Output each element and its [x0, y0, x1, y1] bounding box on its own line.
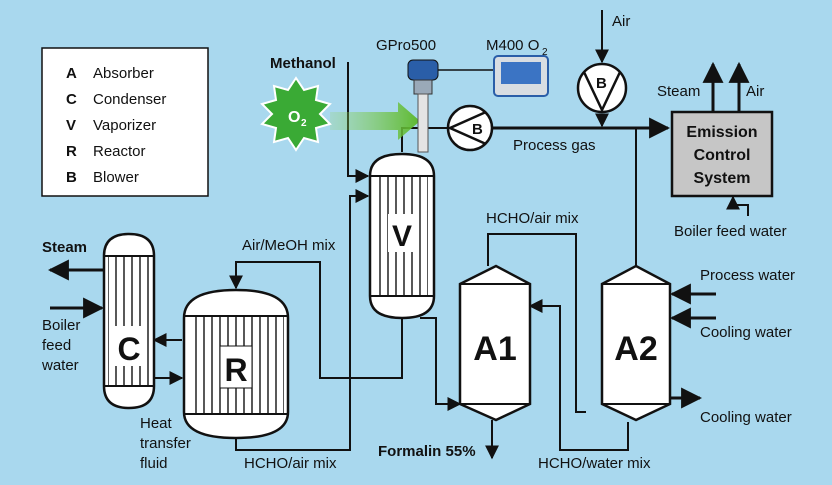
legend-box	[41, 47, 209, 197]
o2-arrow	[330, 102, 420, 140]
methanol-label: Methanol	[270, 55, 336, 72]
emission-control: Emission Control System	[670, 110, 774, 198]
vaporizer-label-bg	[388, 214, 416, 252]
hcho-air-mix-bottom-label: HCHO/air mix	[244, 455, 337, 472]
heat-transfer-line-1: Heat	[140, 415, 173, 432]
legend-key-r: R	[66, 143, 77, 160]
o2-badge-sub: 2	[301, 118, 307, 129]
condenser: C	[102, 232, 156, 410]
methanol-line	[347, 62, 370, 183]
process-gas-label: Process gas	[513, 137, 596, 154]
process-water-label: Process water	[700, 267, 795, 284]
blower-process-vane	[446, 110, 487, 146]
heat-transfer-line-2: transfer	[140, 435, 191, 452]
formalin-label: Formalin 55%	[378, 443, 476, 460]
vaporizer-label: V	[392, 220, 412, 253]
hcho-water-mix-label: HCHO/water mix	[538, 455, 651, 472]
legend-key-c: C	[66, 91, 77, 108]
boiler-left-line-3: water	[41, 357, 79, 374]
legend: A Absorber C Condenser V Vaporizer R Rea…	[41, 47, 209, 197]
legend-key-v: V	[66, 117, 76, 134]
legend-key-b: B	[66, 169, 77, 186]
o2-badge-label: O	[288, 109, 300, 126]
legend-label-reactor: Reactor	[93, 143, 146, 160]
legend-label-blower: Blower	[93, 169, 139, 186]
emission-line-3: System	[694, 170, 751, 187]
steam-left-label: Steam	[42, 239, 87, 256]
emission-line-2: Control	[694, 147, 751, 164]
sensor-probe	[417, 93, 429, 153]
piping	[47, 10, 750, 460]
boiler-left-line-2: feed	[42, 337, 71, 354]
blower-process-label: B	[472, 121, 483, 138]
cooling-water-1-label: Cooling water	[700, 324, 792, 341]
hcho-air-mix-top-label: HCHO/air mix	[486, 210, 579, 227]
legend-key-a: A	[66, 65, 77, 82]
boiler-feed-right-label: Boiler feed water	[674, 223, 787, 240]
air-meoh-label: Air/MeOH mix	[242, 237, 336, 254]
o2-badge	[260, 76, 332, 152]
emission-control-box	[670, 110, 774, 198]
boiler-left-line-1: Boiler	[42, 317, 80, 334]
heat-transfer-line-3: fluid	[140, 455, 168, 472]
blower-top-label: B	[596, 75, 607, 92]
sensor-neck	[413, 79, 433, 95]
reactor: R	[182, 288, 290, 440]
hcho-air-top-line	[487, 233, 586, 413]
legend-label-absorber: Absorber	[93, 65, 154, 82]
sensor-group: GPro500 M400 O 2	[376, 37, 549, 153]
legend-label-vaporizer: Vaporizer	[93, 117, 156, 134]
m400-label: M400 O	[486, 37, 539, 54]
air-right-label: Air	[746, 83, 764, 100]
reactor-to-a1-line	[420, 317, 462, 411]
o2-injection: O 2	[260, 76, 420, 152]
sensor-head	[407, 59, 439, 81]
absorber-a2-label: A2	[614, 330, 657, 368]
air-meoh-line	[229, 261, 403, 379]
legend-label-condenser: Condenser	[93, 91, 166, 108]
m400-sub: 2	[542, 47, 548, 58]
condenser-label-bg	[114, 326, 144, 366]
blower-top: B	[576, 62, 628, 114]
reactor-label: R	[224, 352, 247, 388]
absorber-a2: A2	[600, 264, 672, 422]
gpro500-label: GPro500	[376, 37, 436, 54]
absorber-a1: A1	[458, 264, 532, 422]
reactor-label-bg	[219, 345, 253, 389]
steam-right-label: Steam	[657, 83, 700, 100]
condenser-label: C	[117, 331, 140, 367]
absorber-a1-label: A1	[473, 330, 516, 368]
hcho-air-bottom-line	[235, 189, 370, 451]
cooling-water-2-label: Cooling water	[700, 409, 792, 426]
boiler-feed-right-line	[726, 195, 749, 216]
vaporizer: V	[368, 152, 436, 320]
blower-process: B	[446, 104, 494, 152]
blower-top-vane	[582, 71, 622, 113]
air-top-label: Air	[612, 13, 630, 30]
stream-labels: Methanol Air Steam Air Process gas Boile…	[41, 13, 795, 472]
emission-line-1: Emission	[686, 124, 757, 141]
hcho-water-line	[528, 299, 629, 451]
m400-display	[501, 62, 541, 84]
